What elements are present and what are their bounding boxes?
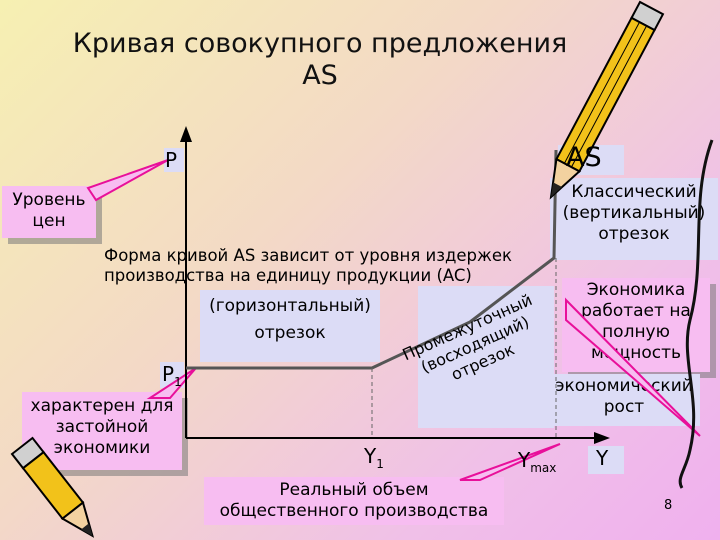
pencil-right-icon [549, 0, 665, 200]
title-line-2: AS [302, 60, 338, 91]
title-line-1: Кривая совокупного предложения [72, 28, 568, 59]
y-axis-label: P [165, 148, 178, 172]
page-number: 8 [664, 498, 673, 513]
costs-note: Форма кривой AS зависит от уровня издерж… [104, 246, 512, 285]
classic-segment-box: Классический(вертикальный)отрезок [550, 178, 718, 260]
price-level-pointer [86, 159, 169, 202]
full-capacity-pointer [565, 297, 701, 437]
as-curve [186, 149, 558, 370]
pencil-left-icon [10, 436, 95, 538]
swirl-decoration-icon [678, 139, 714, 489]
x-axis-label: Y [596, 446, 609, 470]
horizontal-segment-box: (горизонтальный)отрезок [200, 290, 380, 362]
stagnant-pointer [146, 367, 197, 399]
x-axis-arrow [594, 432, 610, 444]
p-label-box [164, 148, 184, 172]
y1-label: Y1 [364, 444, 384, 471]
real-output-pointer [459, 443, 561, 481]
y-label-box [588, 446, 624, 474]
as-curve-label: AS [566, 142, 602, 173]
ymax-label: Ymax [518, 448, 557, 475]
p1-label: P1 [162, 362, 182, 389]
slide-title: Кривая совокупного предложения AS [0, 28, 640, 92]
y-axis-arrow [180, 126, 192, 142]
